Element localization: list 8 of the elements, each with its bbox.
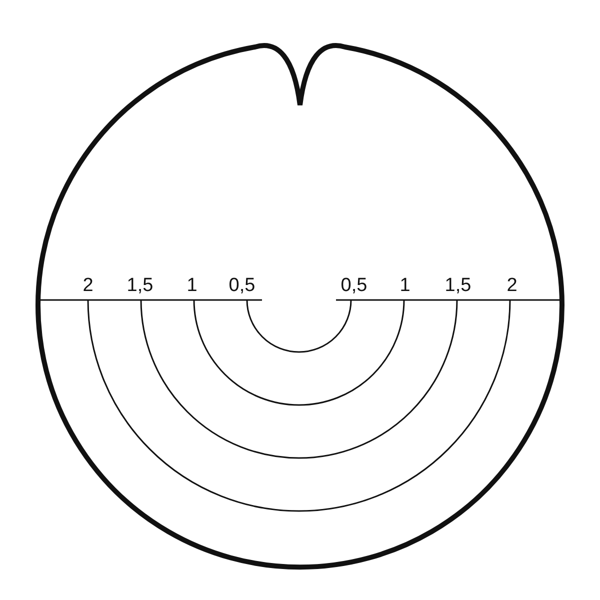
scale-number: 1,5 <box>444 276 472 295</box>
scale-number: 2 <box>506 276 518 295</box>
scale-number: 1 <box>400 276 410 295</box>
scale-number: 2 <box>82 276 94 295</box>
scale-number: 0,5 <box>340 276 368 295</box>
scale-number: 0,5 <box>228 276 256 295</box>
scale-number: 1 <box>186 276 198 295</box>
scale-number: 1,5 <box>126 276 154 295</box>
